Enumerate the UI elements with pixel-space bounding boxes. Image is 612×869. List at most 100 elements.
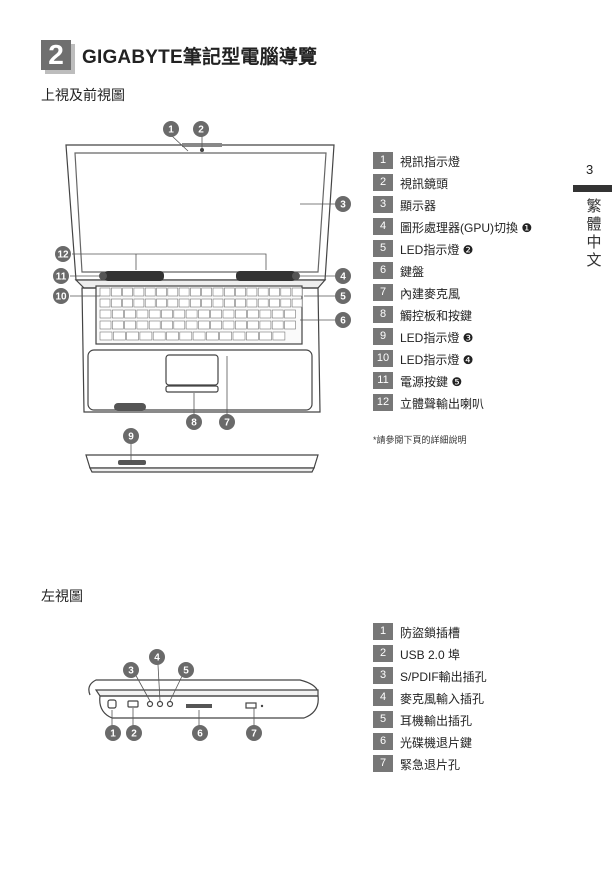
- keyboard-key: [246, 331, 259, 341]
- top-legend-item-number: 1: [373, 152, 393, 169]
- top-legend-item-label: 圖形處理器(GPU)切換 ❶: [400, 221, 533, 235]
- keyboard-key: [291, 287, 303, 297]
- keyboard-key: [272, 331, 286, 341]
- side-legend-item-number: 3: [373, 667, 393, 684]
- top-legend-item-number: 6: [373, 262, 393, 279]
- keyboard-key: [201, 287, 212, 297]
- keyboard-key: [246, 287, 258, 297]
- keyboard-key: [291, 298, 303, 308]
- keyboard-key: [284, 309, 296, 319]
- keyboard-key: [178, 287, 190, 297]
- top-legend-item-label: 顯示器: [400, 199, 437, 213]
- keyboard-key: [210, 320, 222, 330]
- keyboard-key: [212, 298, 224, 308]
- keyboard-key: [99, 320, 112, 330]
- keyboard-key: [219, 331, 232, 341]
- top-legend-item-number: 12: [373, 394, 393, 411]
- side-legend-item-number: 5: [373, 711, 393, 728]
- keyboard-key: [161, 320, 173, 330]
- page-title: GIGABYTE筆記型電腦導覽: [82, 47, 318, 68]
- keyboard-key: [152, 331, 166, 341]
- keyboard-key: [246, 298, 258, 308]
- keyboard-key: [280, 287, 292, 297]
- keyboard-key: [124, 309, 136, 319]
- top-legend-item-label: LED指示燈 ❹: [400, 353, 474, 367]
- keyboard-key: [112, 309, 124, 319]
- callout-3: 3: [340, 200, 346, 211]
- top-legend-item-label: 電源按鍵 ❺: [400, 375, 463, 389]
- keyboard-key: [235, 287, 246, 297]
- language-tab-bar: [573, 185, 612, 192]
- keyboard-key: [198, 309, 210, 319]
- keyboard-key: [99, 298, 111, 308]
- page-number: 3: [586, 162, 594, 177]
- top-legend-item-label: 鍵盤: [400, 265, 425, 279]
- keyboard-key: [136, 320, 149, 330]
- keyboard-key: [190, 287, 201, 297]
- callout-7: 7: [224, 418, 230, 429]
- callout-2: 2: [198, 125, 204, 136]
- keyboard-key: [224, 287, 235, 297]
- side-legend-item-label: 光碟機退片鍵: [400, 736, 473, 750]
- keyboard-key: [257, 287, 269, 297]
- side-legend-item-label: 麥克風輸入插孔: [400, 692, 485, 706]
- side-callout-3: 3: [128, 666, 134, 677]
- keyboard-key: [284, 320, 296, 330]
- keyboard-key: [166, 331, 179, 341]
- side-view-callouts: 1 2 3 4 5 6 7: [105, 649, 262, 741]
- callout-4: 4: [340, 272, 346, 283]
- top-legend-item-number: 4: [373, 218, 393, 235]
- keyboard-key: [156, 298, 167, 308]
- keyboard-key: [185, 320, 198, 330]
- keyboard-key: [259, 309, 272, 319]
- keyboard-key: [173, 309, 186, 319]
- side-callout-2: 2: [131, 729, 137, 740]
- top-legend-item-label: LED指示燈 ❷: [400, 243, 474, 257]
- keyboard-key: [167, 287, 179, 297]
- top-legend-item-label: 觸控板和按鍵: [400, 309, 473, 323]
- keyboard-key: [257, 298, 269, 308]
- top-legend-item-label: LED指示燈 ❸: [400, 331, 474, 345]
- keyboard-key: [144, 287, 156, 297]
- keyboard-key: [161, 309, 173, 319]
- keyboard-key: [269, 287, 280, 297]
- laptop-left-side-illustration: 1 2 3 4 5 6 7: [88, 649, 319, 741]
- keyboard-key: [156, 287, 167, 297]
- keyboard-key: [173, 320, 186, 330]
- side-legend-item-label: S/PDIF輸出插孔: [400, 670, 487, 684]
- keyboard-key: [122, 287, 133, 297]
- side-callout-4: 4: [154, 653, 160, 664]
- keyboard-key: [99, 331, 113, 341]
- side-legend-item-number: 2: [373, 645, 393, 662]
- keyboard-key: [139, 331, 153, 341]
- callout-5: 5: [340, 292, 346, 303]
- side-callout-5: 5: [183, 666, 189, 677]
- section-title-top-view: 上視及前視圖: [41, 87, 125, 103]
- keyboard-key: [148, 320, 161, 330]
- keyboard-key: [210, 309, 222, 319]
- keyboard-key: [144, 298, 156, 308]
- keyboard-key: [198, 320, 210, 330]
- keyboard-key: [190, 298, 201, 308]
- keyboard-key: [113, 331, 126, 341]
- keyboard-key: [201, 298, 212, 308]
- keyboard-key: [271, 309, 284, 319]
- callout-8: 8: [191, 418, 197, 429]
- keyboard-key: [179, 331, 193, 341]
- side-legend-item-number: 1: [373, 623, 393, 640]
- keyboard-key: [222, 309, 235, 319]
- keyboard-key: [185, 309, 198, 319]
- keyboard-key: [259, 331, 272, 341]
- top-legend-item-number: 7: [373, 284, 393, 301]
- side-legend-item-number: 7: [373, 755, 393, 772]
- keyboard-key: [99, 287, 111, 297]
- top-view-callouts: 1 2 3 4 5 6 7 8 9 10 11 12: [53, 121, 351, 444]
- side-legend-item-number: 4: [373, 689, 393, 706]
- top-legend-item-label: 立體聲輸出喇叭: [400, 397, 485, 411]
- keyboard-key: [224, 298, 235, 308]
- callout-11: 11: [56, 272, 67, 283]
- top-legend-item-label: 視訊指示燈: [400, 155, 461, 169]
- section-title-side-view: 左視圖: [41, 588, 83, 604]
- side-callout-1: 1: [110, 729, 116, 740]
- laptop-top-view-illustration: 1 2 3 4 5 6 7 8 9 10 11 12: [53, 121, 351, 473]
